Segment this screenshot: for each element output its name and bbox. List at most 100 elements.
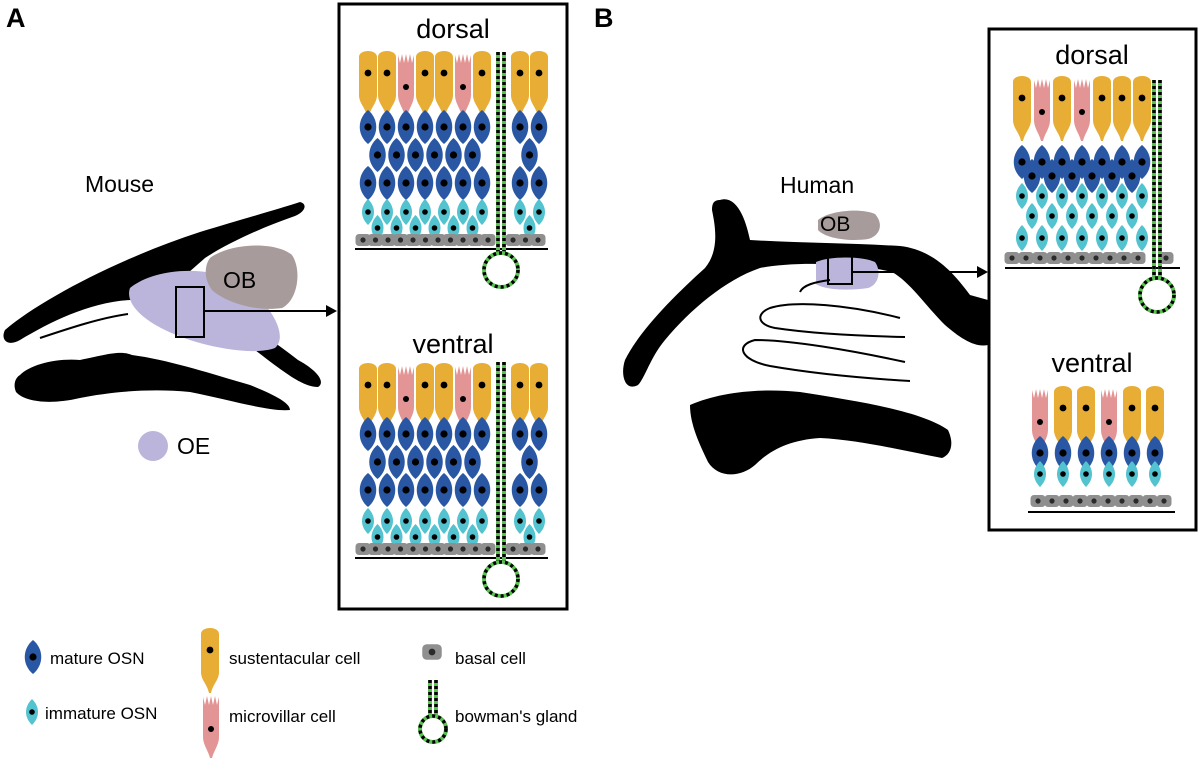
mature-osn (445, 445, 462, 479)
mature-osn (416, 166, 434, 200)
immature-osn (362, 199, 374, 225)
sustentacular-legend-label: sustentacular cell (229, 649, 360, 668)
sustentacular-legend-icon (201, 628, 219, 693)
basal-cell (1114, 495, 1130, 507)
oe-legend-swatch (138, 431, 168, 461)
immature-osn (457, 199, 469, 225)
mature-osn (530, 473, 548, 507)
human-turbinate-upper (799, 279, 831, 293)
human-inset-marker (827, 255, 853, 285)
immature-osn (476, 508, 488, 534)
mouse-callout-arrowhead (326, 305, 337, 317)
basal-cell (1004, 252, 1020, 264)
mature-osn (369, 445, 386, 479)
basal-cell (1102, 252, 1118, 264)
mature-osn (511, 166, 529, 200)
mouse-inset-frame (337, 2, 569, 611)
human-turbinate-middle (759, 303, 906, 338)
basal-cell (1032, 252, 1048, 264)
basal-cell (1046, 252, 1062, 264)
mature-osn-legend-icon (24, 640, 42, 674)
mature-osn (473, 417, 491, 451)
immature-osn (533, 508, 545, 534)
mature-osn (359, 110, 377, 144)
basal-cell (1060, 252, 1076, 264)
mature-osn (530, 166, 548, 200)
immature-osn (1046, 203, 1058, 229)
microvillar-cell (455, 54, 471, 116)
sustentacular-cell (359, 51, 377, 116)
basal-cell (1074, 252, 1090, 264)
mature-osn (407, 445, 424, 479)
mature-osn (426, 138, 443, 172)
mature-osn (435, 417, 453, 451)
immature-osn (419, 508, 431, 534)
basal-cell (1088, 252, 1104, 264)
sustentacular-cell (1093, 76, 1111, 141)
mature-osn (388, 138, 405, 172)
mature-osn (416, 110, 434, 144)
basal-cell (1044, 495, 1060, 507)
immature-osn (533, 199, 545, 225)
basal-cell (1030, 495, 1046, 507)
mouse-ventral-label: ventral (412, 329, 493, 359)
human-dorsal-epithelium (1004, 76, 1180, 314)
basal-cell (1116, 252, 1132, 264)
microvillar-legend-label: microvillar cell (229, 707, 336, 726)
bowmans-gland (482, 52, 520, 289)
immature-osn (1026, 203, 1038, 229)
immature-osn (438, 199, 450, 225)
mouse-title: Mouse (85, 171, 154, 197)
microvillar-cell (1074, 79, 1090, 141)
mouse-jaw (14, 352, 291, 411)
mouse-dorsal-label: dorsal (416, 14, 490, 44)
mature-osn (511, 417, 529, 451)
sustentacular-cell (435, 51, 453, 116)
basal-cell (1100, 495, 1116, 507)
human-ventral-label: ventral (1051, 348, 1132, 378)
immature-osn (1116, 183, 1128, 209)
mouse-ob-label: OB (223, 267, 256, 293)
mature-osn (521, 445, 538, 479)
basal-cell (1018, 252, 1034, 264)
sustentacular-cell (1053, 76, 1071, 141)
gland-duct-dots (428, 680, 438, 718)
immature-osn (1016, 183, 1028, 209)
human-ventral-epithelium (1028, 386, 1175, 513)
mature-osn (397, 473, 415, 507)
human-title: Human (780, 172, 854, 198)
mature-osn (435, 166, 453, 200)
immature-osn (400, 199, 412, 225)
mouse-dorsal-epithelium (355, 51, 548, 289)
mature-osn (388, 445, 405, 479)
human-olfactory-epithelium (816, 257, 879, 290)
human-olfactory-bulb (818, 210, 880, 240)
mature-osn (464, 445, 481, 479)
mouse-olfactory-bulb (205, 245, 298, 309)
mature-osn (511, 110, 529, 144)
bowmans-gland (1138, 80, 1176, 314)
mature-osn (378, 417, 396, 451)
mature-osn (378, 473, 396, 507)
human-turbinate-lower (742, 338, 911, 382)
basal-cell (480, 234, 496, 246)
basal-cell (1128, 495, 1144, 507)
basal-cell (480, 543, 496, 555)
gland-duct (1152, 80, 1162, 280)
microvillar-cell (398, 54, 414, 116)
mature-osn (359, 166, 377, 200)
mature-osn (454, 417, 472, 451)
mature-osn (397, 417, 415, 451)
mature-osn (397, 110, 415, 144)
panel-a: A Mouse OB OE dorsal ventral (3, 2, 569, 611)
immature-osn (1086, 203, 1098, 229)
immature-osn (1036, 225, 1048, 251)
mature-osn (359, 417, 377, 451)
bowmans-gland (482, 362, 520, 598)
immature-osn (381, 508, 393, 534)
mature-osn (511, 473, 529, 507)
sustentacular-cell (530, 51, 548, 116)
basal-legend-icon (422, 644, 442, 660)
mature-osn (464, 138, 481, 172)
